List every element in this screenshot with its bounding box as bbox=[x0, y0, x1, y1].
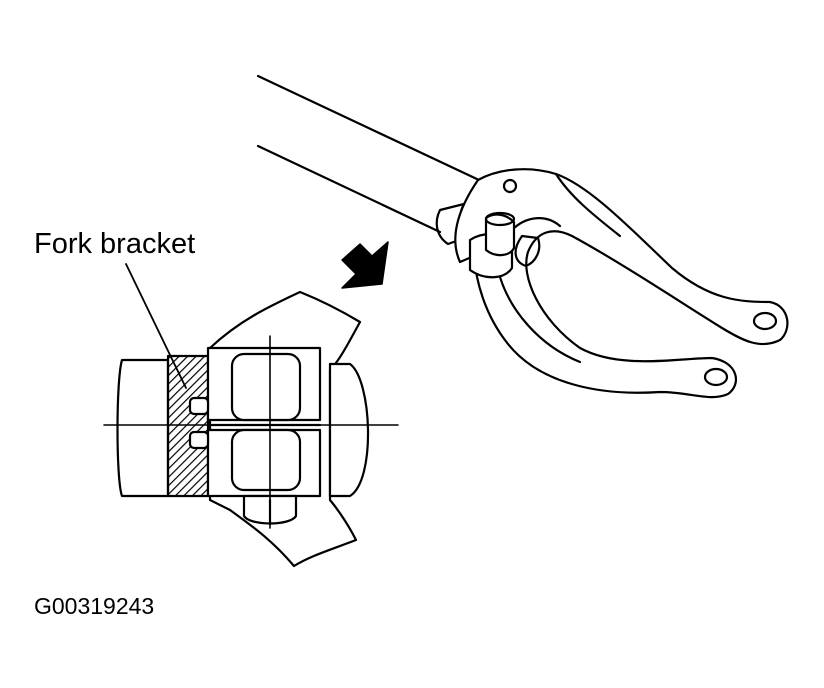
figure-id: G00319243 bbox=[34, 593, 155, 619]
detail-bushing-hatch bbox=[166, 354, 210, 498]
clamp-bolt bbox=[468, 178, 518, 279]
detail-clamp bbox=[188, 346, 322, 526]
fork-bracket-part bbox=[454, 168, 789, 399]
detail-centerlines bbox=[103, 335, 399, 529]
fork-bracket-leader bbox=[125, 263, 187, 389]
fork-bracket-label: Fork bracket bbox=[34, 228, 196, 260]
view-direction-arrow bbox=[341, 241, 389, 289]
stabilizer-bar bbox=[256, 74, 498, 234]
detail-shaft bbox=[116, 358, 370, 498]
